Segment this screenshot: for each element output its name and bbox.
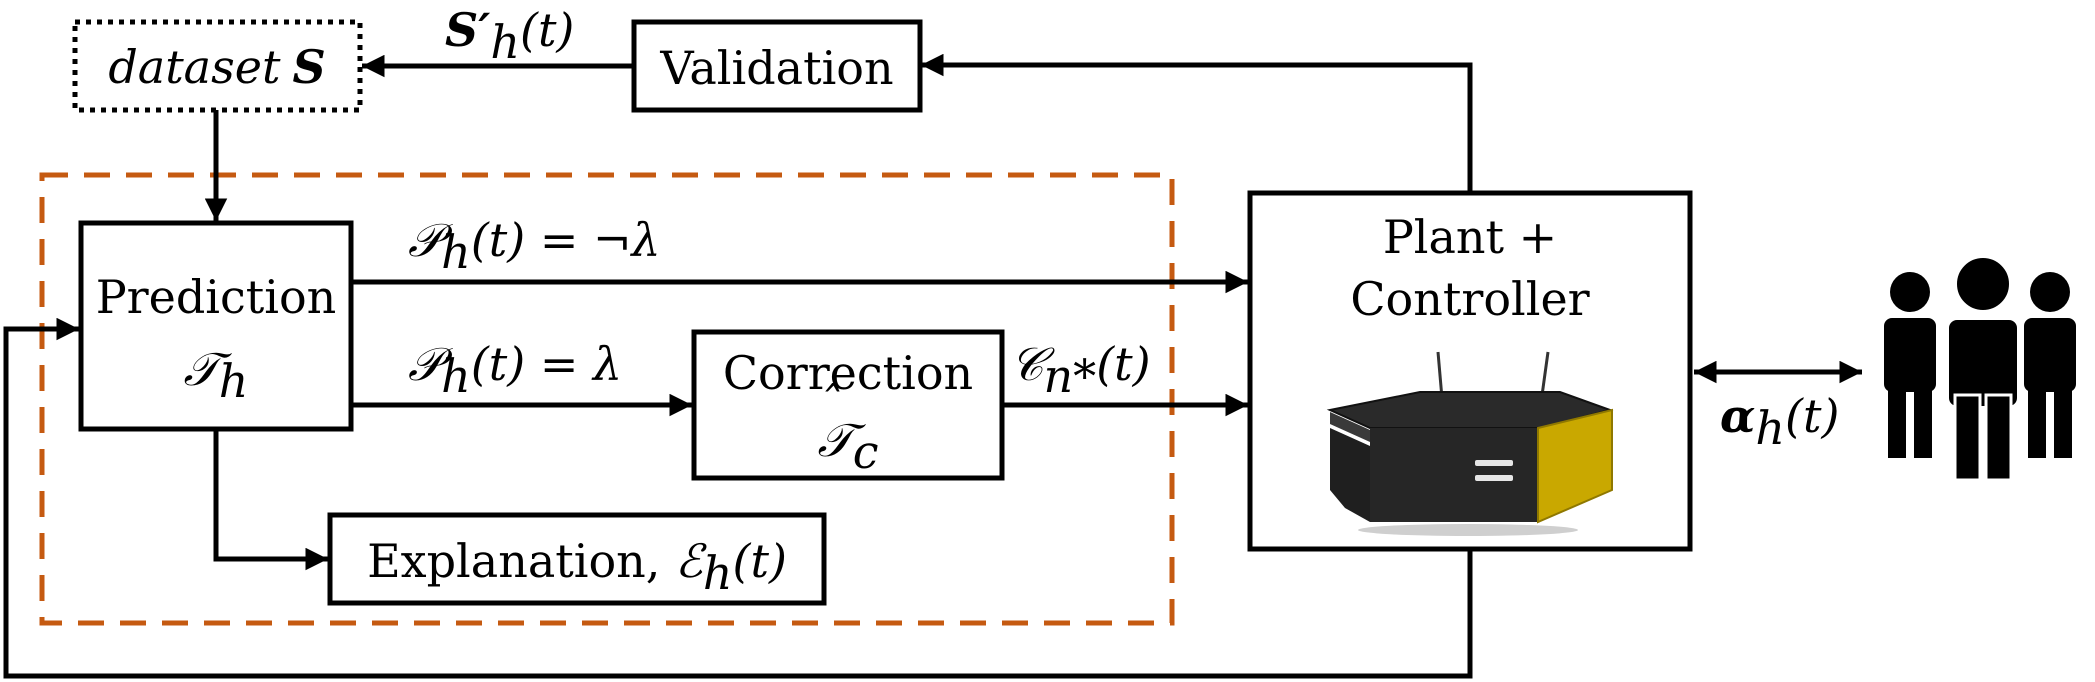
prediction-label: Prediction <box>96 270 337 324</box>
correction-sub: c <box>853 425 879 479</box>
prediction-to-explanation-arrow <box>213 429 328 571</box>
mobile-robot-icon <box>1326 351 1614 536</box>
connections <box>3 53 1862 679</box>
validation-label: Validation <box>659 41 893 95</box>
users-group-icon <box>1884 254 2076 482</box>
svg-text:𝒯h: 𝒯h <box>184 342 249 408</box>
plant-feedback-arrow <box>3 317 1473 679</box>
plant-controller-block: Plant + Controller <box>1247 190 1693 552</box>
human-interaction-label: αh(t) <box>1720 389 1839 455</box>
dashed-frame <box>39 172 1175 626</box>
explanation-arg: (t) <box>733 534 787 588</box>
prediction-sub: h <box>219 354 249 408</box>
correction-block: Correction 𝒯c ̂ <box>691 329 1005 481</box>
explanation-sub: h <box>703 546 733 600</box>
not-lambda-label: 𝒫h(t) = ¬λ <box>408 213 661 279</box>
controller-label: Controller <box>1350 272 1589 326</box>
explanation-block: Explanation, ℰh(t) <box>327 512 827 606</box>
svg-text:Explanation, ℰh(t): Explanation, ℰh(t) <box>367 534 787 600</box>
explanation-label: Explanation, <box>367 534 675 588</box>
correction-label: Correction <box>723 346 973 400</box>
prediction-block: Prediction 𝒯h <box>78 220 354 432</box>
lambda-label: 𝒫h(t) = λ <box>408 337 622 403</box>
validation-block: Validation <box>631 19 923 113</box>
plant-label: Plant + <box>1383 210 1557 264</box>
svg-text:𝒯c: 𝒯c <box>817 413 878 479</box>
explanation-symbol: ℰ <box>675 534 707 588</box>
validation-output-label: S′h(t) <box>445 3 574 69</box>
dataset-symbol: S <box>292 40 325 94</box>
correction-output-label: 𝒞n*(t) <box>1010 337 1151 403</box>
plant-to-validation-arrow <box>921 53 1473 193</box>
dataset-label: dataset <box>108 40 281 94</box>
